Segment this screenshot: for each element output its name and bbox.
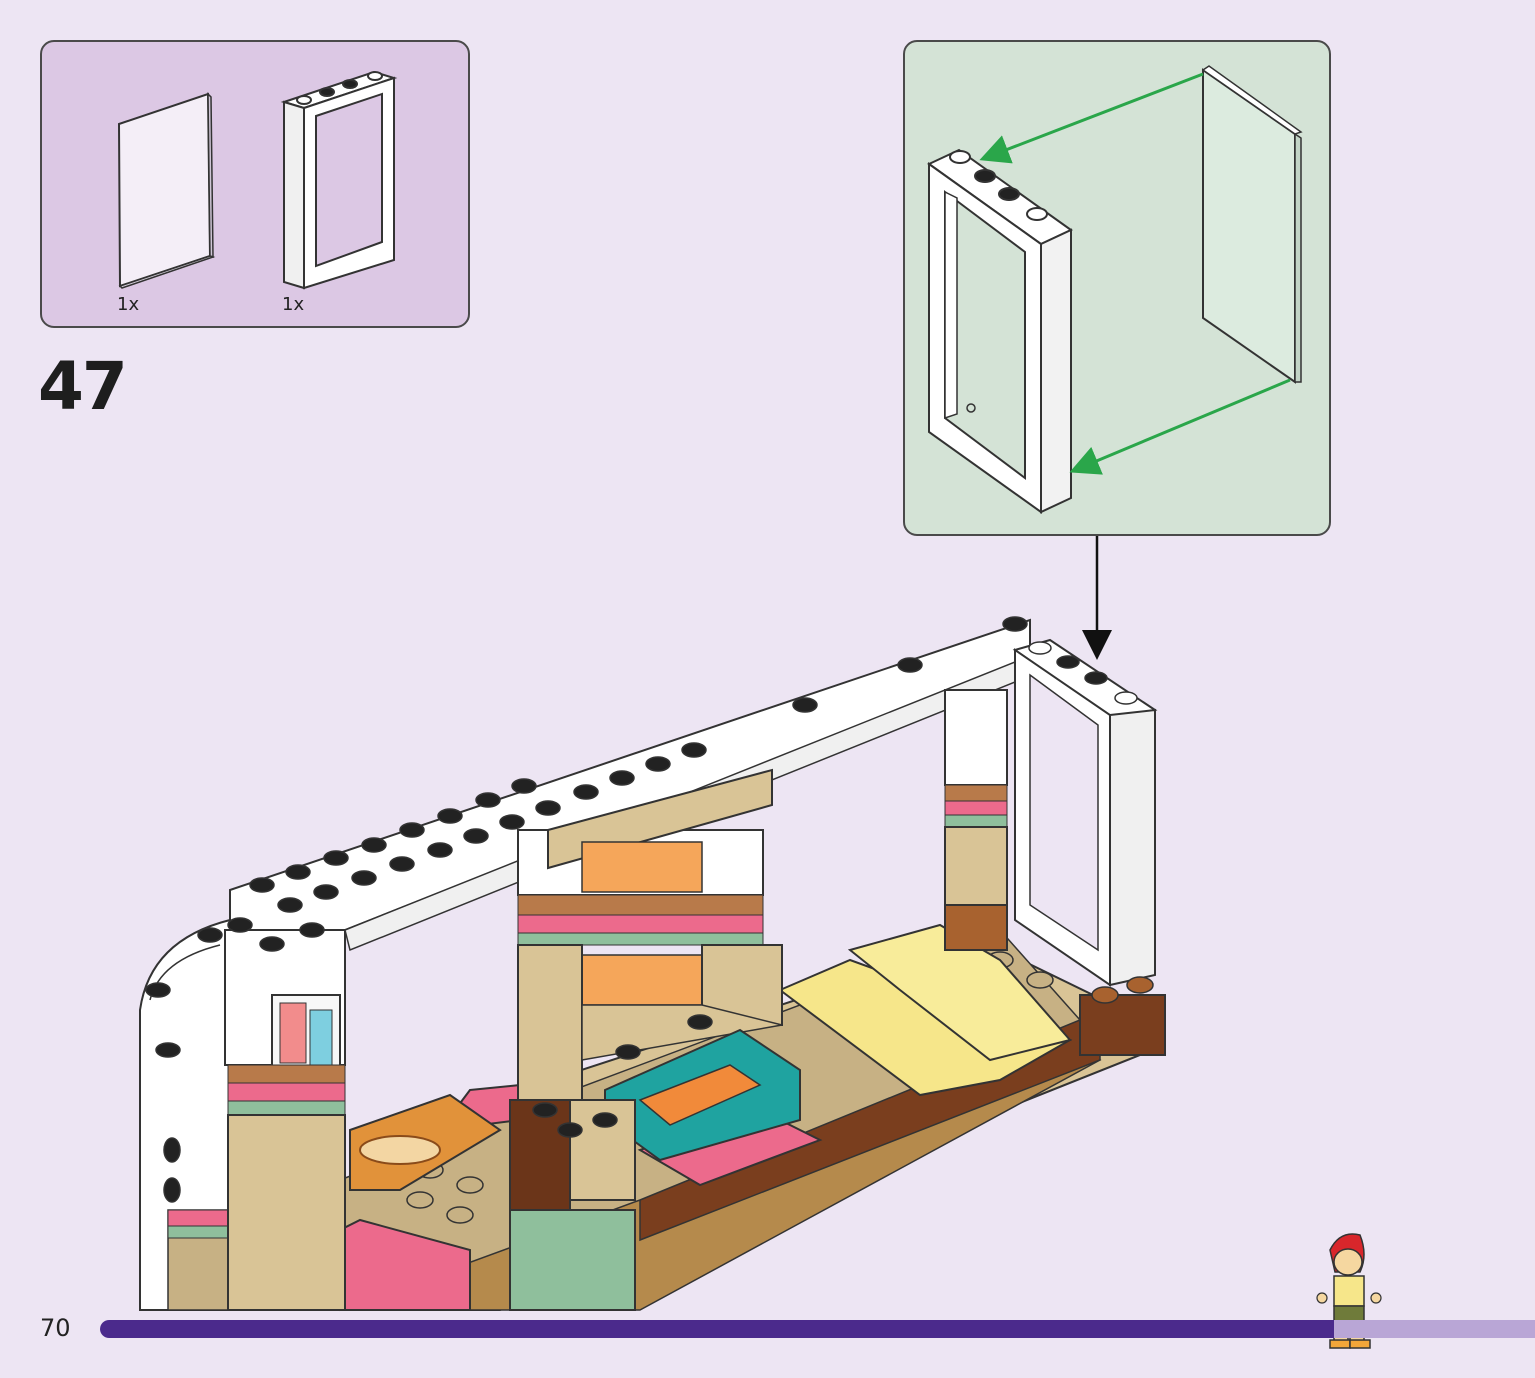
- parts-illustration: [117, 70, 398, 290]
- step-number: 47: [38, 348, 128, 425]
- callout-window-frame: [927, 148, 1073, 514]
- part-quantity: 1x: [282, 294, 305, 315]
- assembly-arrow: [1069, 378, 1291, 475]
- callout-window-pane: [1201, 65, 1303, 384]
- callout-box: [903, 40, 1331, 536]
- window-pane-part: [117, 92, 216, 289]
- page-number: 70: [40, 1314, 71, 1342]
- window-frame-part: [280, 70, 398, 290]
- parts-list-box: 1x 1x: [40, 40, 470, 328]
- callout-illustration: [927, 65, 1303, 514]
- assembly-arrow: [979, 72, 1204, 164]
- progress-bar-fill: [100, 1320, 1335, 1338]
- part-quantity: 1x: [117, 294, 140, 315]
- progress-bar: [100, 1320, 1535, 1338]
